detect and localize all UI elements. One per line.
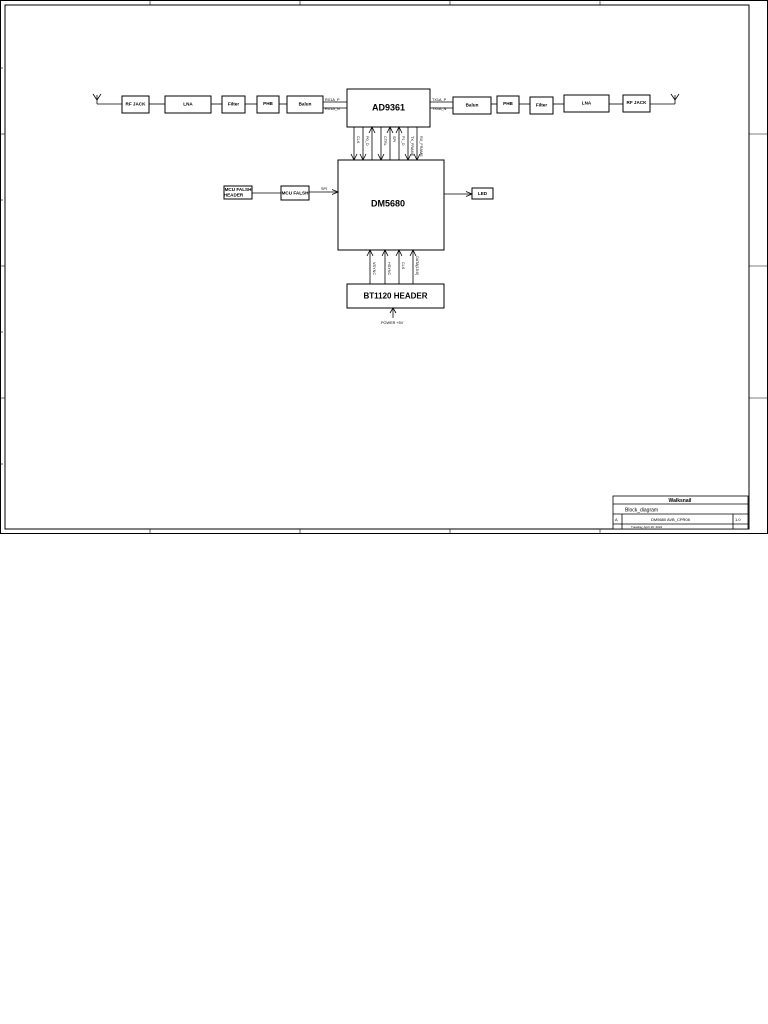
rx-balun-label: Balun: [299, 102, 312, 107]
dm5680-bt1120-bus: [366, 249, 417, 284]
title-block-date: Tuesday, April 19, 2022: [631, 525, 663, 529]
power-label: POWER +5V: [381, 321, 404, 325]
bus-label-data: DATA[15:0]: [415, 256, 419, 275]
ad9361-block: AD9361: [346, 88, 431, 128]
ad9361-label: AD9361: [372, 102, 405, 112]
tx-chain-wires: [430, 101, 623, 109]
bt1120-header-label: BT1120 HEADER: [363, 292, 427, 301]
dm5680-label: DM5680: [371, 198, 405, 208]
bus-label-p1d: P1_D: [401, 136, 405, 146]
title-block-company: Walksnail: [669, 498, 692, 504]
tx-filter-label: Filter: [536, 103, 547, 108]
tx-balun-block: Balun: [452, 96, 492, 115]
mcu-flash-header-label-1: MCU FALSH: [225, 187, 252, 192]
zone-ticks: [0, 0, 768, 534]
rx-rf-jack-block: RF JACK: [121, 95, 150, 114]
bus-label-rx-frame: RX_FRAME: [419, 136, 423, 157]
title-block-title: Block_diagram: [625, 508, 658, 514]
title-block-rev: 1.0: [735, 517, 741, 522]
bus-label-clk2: CLK: [401, 262, 405, 270]
spi-signal-label: SPI: [321, 187, 327, 191]
mcu-flash-label: MCU FALSH: [282, 191, 309, 196]
mcu-flash-block: MCU FALSH: [280, 185, 310, 201]
rx-phb-block: PHB: [256, 95, 280, 114]
tx-balun-label: Balun: [466, 103, 479, 108]
tx-p-signal-label: TX1A_P: [432, 98, 447, 102]
tx-lna-label: LNA: [582, 101, 592, 106]
rx-rf-jack-label: RF JACK: [126, 102, 147, 107]
bus-label-ctrl: CTRL: [383, 136, 387, 146]
title-block: Walksnail Block_diagram A DM5680 AVB_CPR…: [612, 495, 749, 530]
led-block: LED: [471, 187, 494, 200]
tx-phb-label: PHB: [503, 101, 513, 106]
tx-rf-jack-block: RF JACK: [622, 94, 651, 113]
bus-label-clk: CLK: [356, 136, 360, 144]
bus-label-p0d: P0_D: [365, 136, 369, 146]
led-label: LED: [478, 191, 488, 196]
rx-filter-block: Filter: [221, 95, 246, 114]
rx-p-signal-label: RX1A_P: [325, 98, 340, 102]
bus-label-hsync: HSYNC: [387, 262, 391, 276]
mcu-flash-header-label-2: HEADER: [224, 193, 244, 198]
bus-label-tx-frame: TX_FRAME: [410, 136, 414, 157]
bus-label-spi: SPI: [392, 136, 396, 142]
power-arrow-icon: [389, 307, 397, 314]
rx-phb-label: PHB: [263, 101, 273, 106]
tx-filter-block: Filter: [529, 96, 554, 115]
bus-label-vsync: VSYNC: [372, 262, 376, 275]
antenna-left-icon: [92, 93, 122, 105]
mcu-flash-header-block: MCU FALSH HEADER: [223, 185, 253, 200]
tx-phb-block: PHB: [496, 95, 520, 114]
tx-n-signal-label: TX1A_N: [432, 107, 447, 111]
title-block-size: A: [615, 517, 618, 522]
sheet-border-inner: [4, 4, 750, 530]
antenna-right-icon: [650, 93, 680, 105]
title-block-document: DM5680 AVB_CPR08: [651, 517, 691, 522]
rx-chain-wires: [149, 101, 347, 109]
dm5680-block: DM5680: [337, 159, 445, 251]
bt1120-header-block: BT1120 HEADER: [346, 283, 445, 309]
rx-n-signal-label: RX1A_N: [325, 107, 340, 111]
spi-arrow-icon: [331, 189, 340, 195]
rx-filter-label: Filter: [228, 102, 239, 107]
rx-lna-block: LNA: [164, 95, 212, 114]
tx-lna-block: LNA: [563, 94, 610, 113]
tx-rf-jack-label: RF JACK: [627, 100, 648, 105]
sheet-border-outer: [0, 0, 768, 534]
rx-lna-label: LNA: [183, 102, 193, 107]
rx-balun-block: Balun: [286, 95, 324, 114]
